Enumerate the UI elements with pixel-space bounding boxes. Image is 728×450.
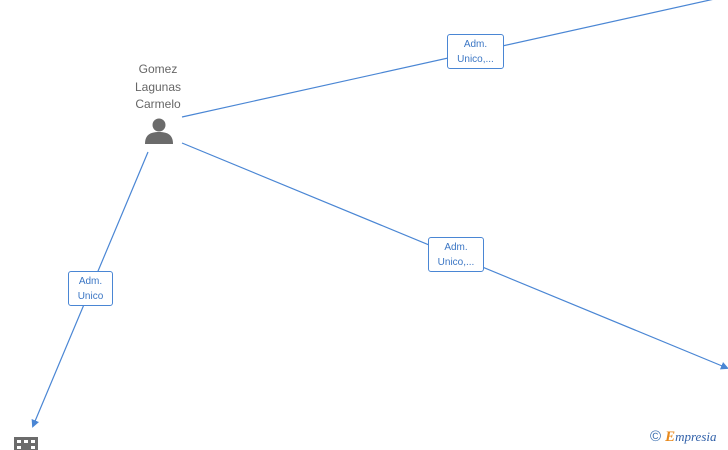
edge-label-bottom-left[interactable]: Adm. Unico [68, 271, 113, 306]
brand-name-initial: E [665, 428, 676, 445]
person-icon[interactable] [145, 118, 173, 145]
person-name-line: Gomez [138, 62, 178, 76]
edge-label-line: Unico [77, 291, 104, 302]
edge-label-line: Adm. [78, 276, 103, 287]
edge-label-line: Unico,... [437, 257, 475, 268]
edge-label-top-right[interactable]: Adm. Unico,... [447, 34, 504, 69]
edge-label-line: Unico,... [457, 54, 494, 65]
person-name[interactable]: Gomez Lagunas Carmelo [116, 61, 200, 114]
edge-label-line: Adm. [463, 39, 488, 50]
brand-name-rest: mpresia [675, 428, 717, 444]
building-icon[interactable] [14, 437, 38, 450]
brand-name: Empresia [665, 429, 716, 446]
copyright-icon: © [650, 428, 662, 445]
brand-watermark: © Empresia [650, 428, 716, 446]
edge-label-right[interactable]: Adm. Unico,... [428, 237, 484, 272]
person-name-line: Carmelo [135, 97, 181, 111]
edge-label-line: Adm. [444, 242, 468, 253]
person-name-line: Lagunas [134, 79, 182, 94]
